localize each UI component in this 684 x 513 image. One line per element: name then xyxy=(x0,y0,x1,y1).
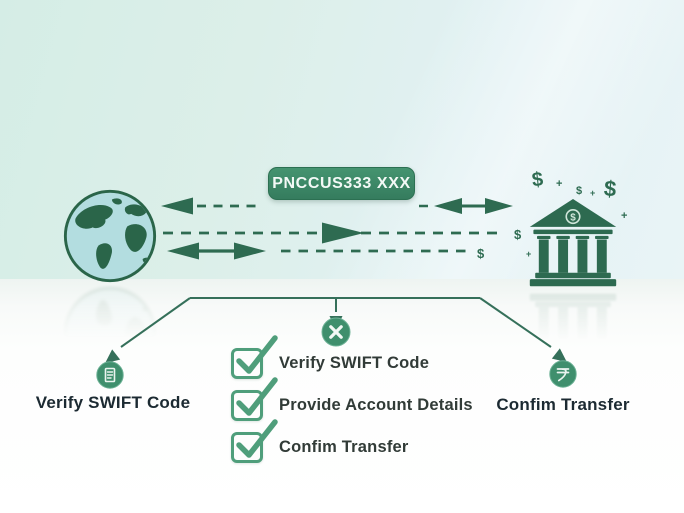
checked-checkbox-icon xyxy=(231,418,278,463)
left-node-label: Verify SWIFT Code xyxy=(35,393,191,412)
arrow-row-middle xyxy=(163,222,498,244)
sparkle-icon: + xyxy=(621,210,628,222)
currency-circle-icon xyxy=(549,360,577,388)
swift-code-badge: PNCCUS333 XXX xyxy=(268,167,415,200)
svg-text:$: $ xyxy=(570,213,576,224)
swift-code-text: PNCCUS333 XXX xyxy=(272,174,411,192)
checked-checkbox-icon xyxy=(231,376,278,421)
x-circle-icon xyxy=(321,317,351,347)
checkmark-icon xyxy=(236,376,278,416)
checked-checkbox-icon xyxy=(231,334,278,379)
arrow-row-bottom xyxy=(167,242,468,260)
checklist-item: Verify SWIFT Code xyxy=(231,334,473,379)
transfer-checklist: Verify SWIFT Code Provide Account Detail… xyxy=(231,334,473,473)
arrow-row-top xyxy=(161,197,513,215)
bank-icon: $ xyxy=(529,199,617,287)
globe-icon xyxy=(63,189,157,283)
checklist-item-label: Provide Account Details xyxy=(279,395,473,414)
checklist-item: Confim Transfer xyxy=(231,418,473,463)
dollar-sign-icon: $ xyxy=(576,185,583,197)
checkmark-icon xyxy=(236,418,278,458)
checkmark-icon xyxy=(236,334,278,374)
checklist-item: Provide Account Details xyxy=(231,376,473,421)
dollar-sign-icon: $ xyxy=(514,227,522,242)
sparkle-icon: + xyxy=(526,249,532,259)
sparkle-icon: + xyxy=(590,188,596,198)
checklist-item-label: Confim Transfer xyxy=(279,437,409,456)
document-circle-icon xyxy=(96,361,124,389)
dollar-sign-icon: $ xyxy=(477,246,485,261)
flowchart-connector xyxy=(120,297,552,348)
right-node-label: Confim Transfer xyxy=(496,395,630,414)
checklist-item-label: Verify SWIFT Code xyxy=(279,353,430,372)
sparkle-icon: + xyxy=(556,178,563,190)
